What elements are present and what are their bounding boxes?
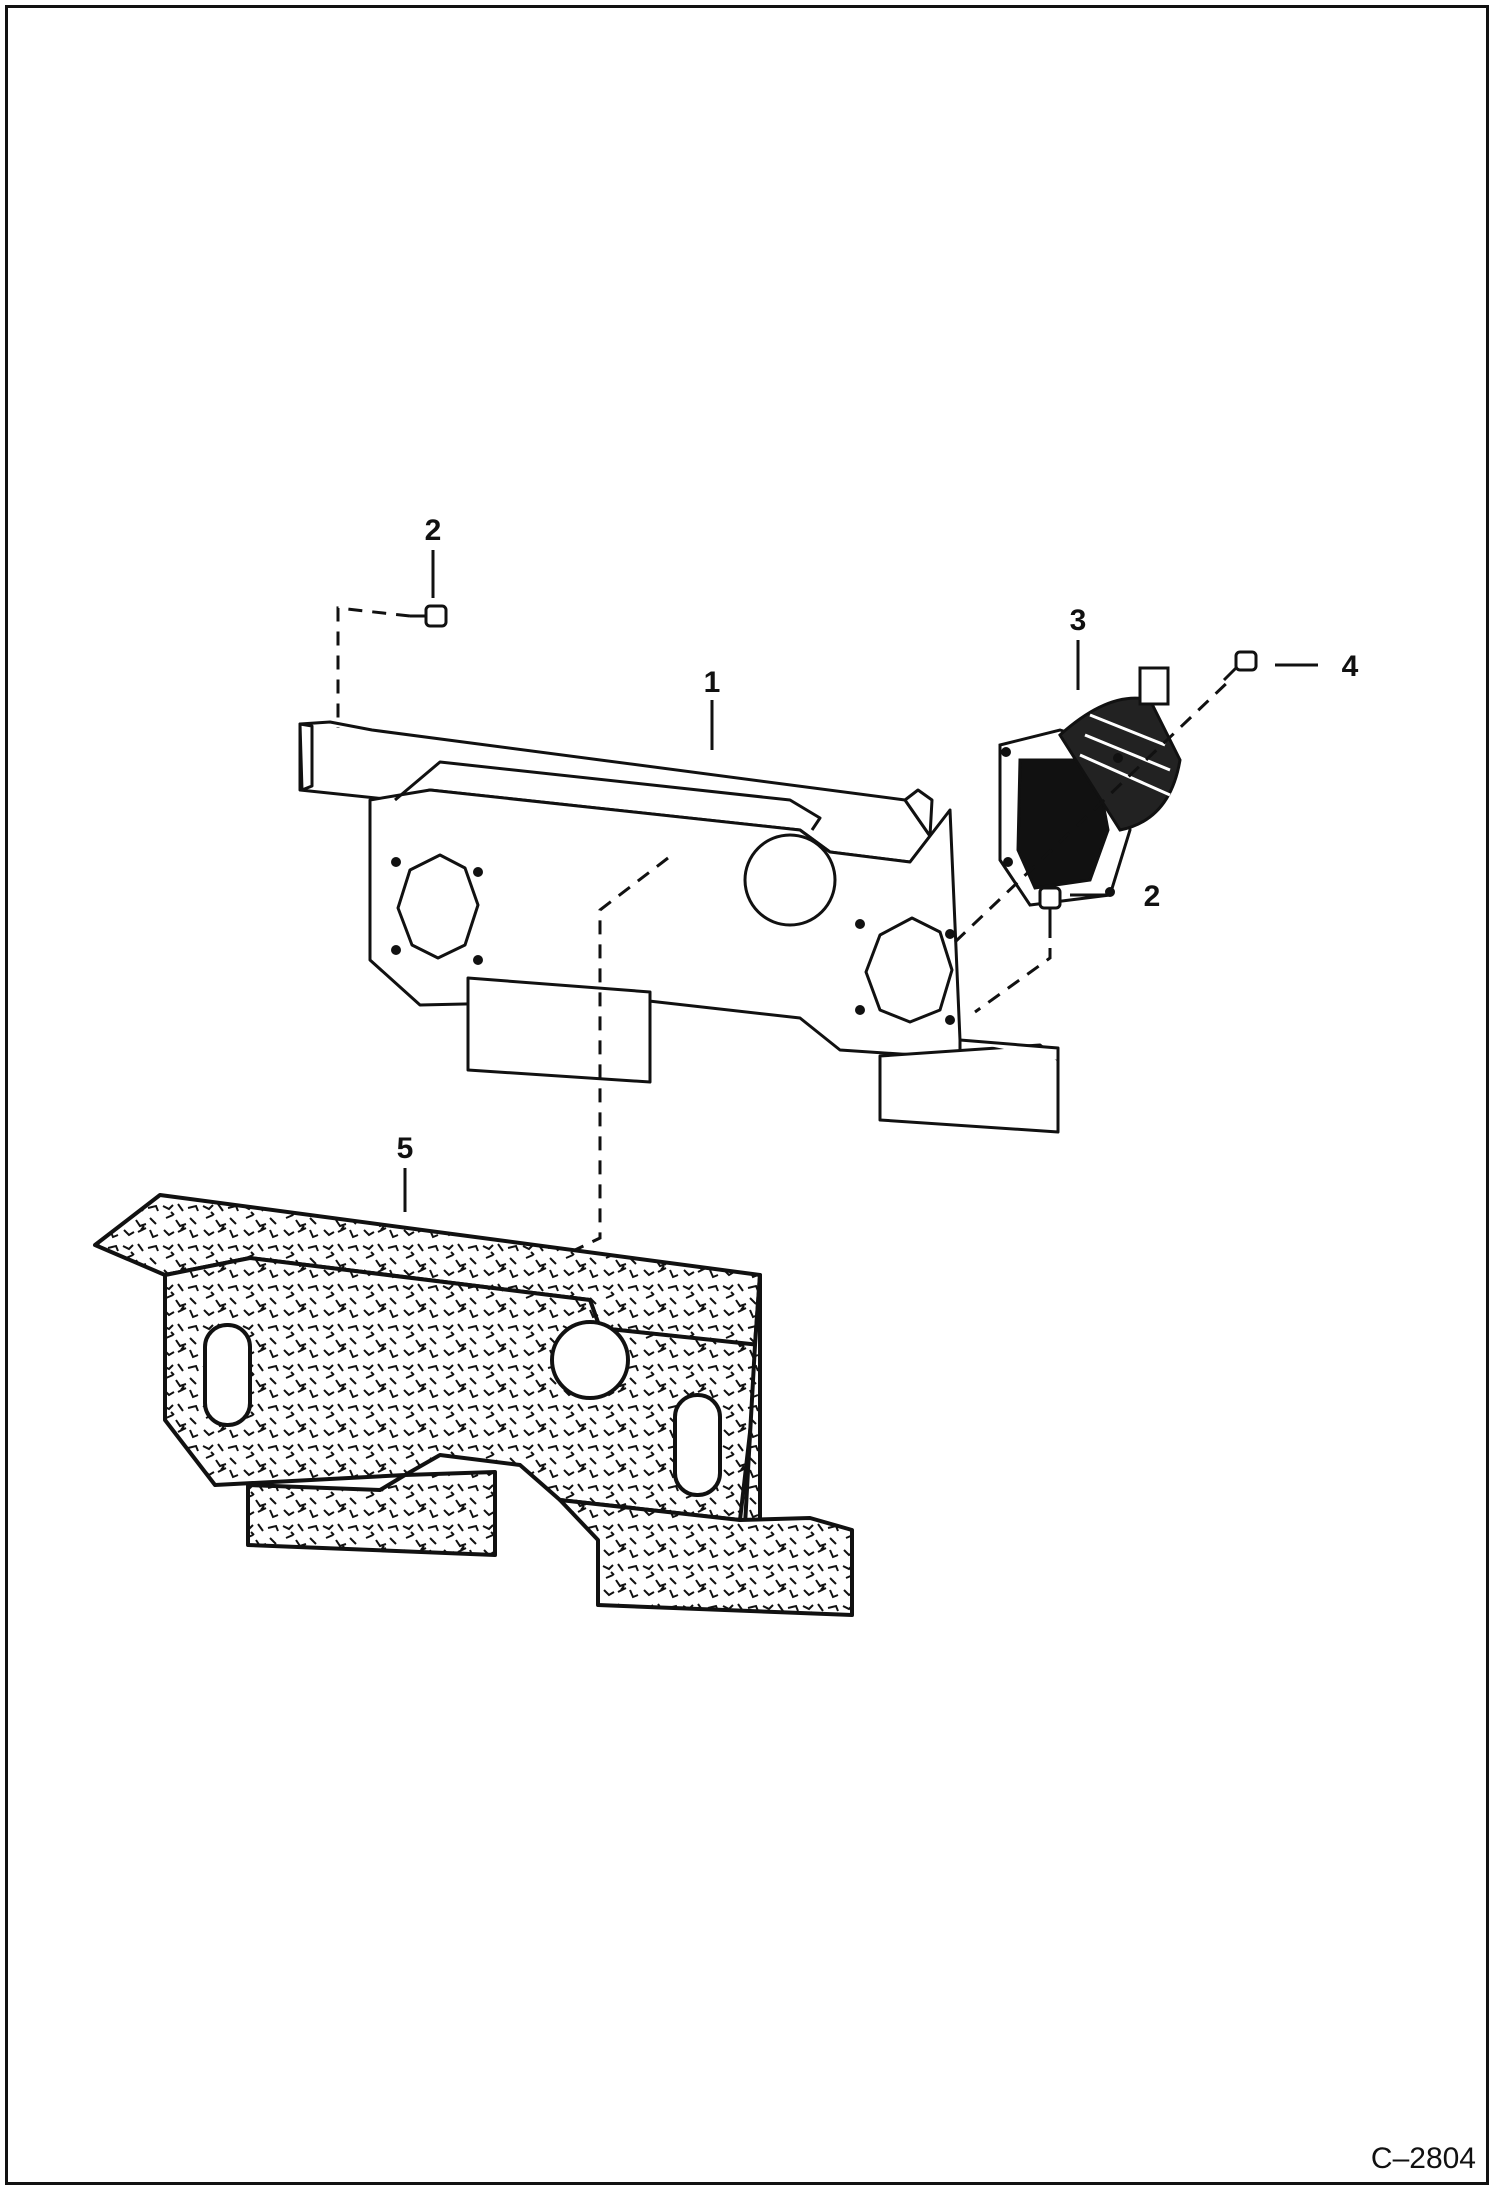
callout-3: 3 — [1070, 604, 1087, 637]
figure-code: C–2804 — [1370, 2142, 1476, 2175]
assembly-lines — [336, 606, 1232, 1252]
page-frame — [5, 5, 1489, 2185]
callout-1: 1 — [704, 666, 721, 699]
panel-bracket-icon — [298, 720, 1060, 1134]
leader-lines — [403, 550, 1318, 1212]
screw-icon — [1038, 886, 1062, 924]
callout-2-upper: 2 — [425, 514, 442, 547]
callout-2-lower: 2 — [1144, 880, 1161, 913]
callout-5: 5 — [397, 1132, 414, 1165]
insulation-pad-icon — [93, 1193, 854, 1617]
screw-icon — [410, 604, 448, 628]
rubber-boot-icon — [998, 666, 1182, 907]
screw-icon — [1222, 650, 1258, 682]
callout-4: 4 — [1342, 650, 1359, 683]
